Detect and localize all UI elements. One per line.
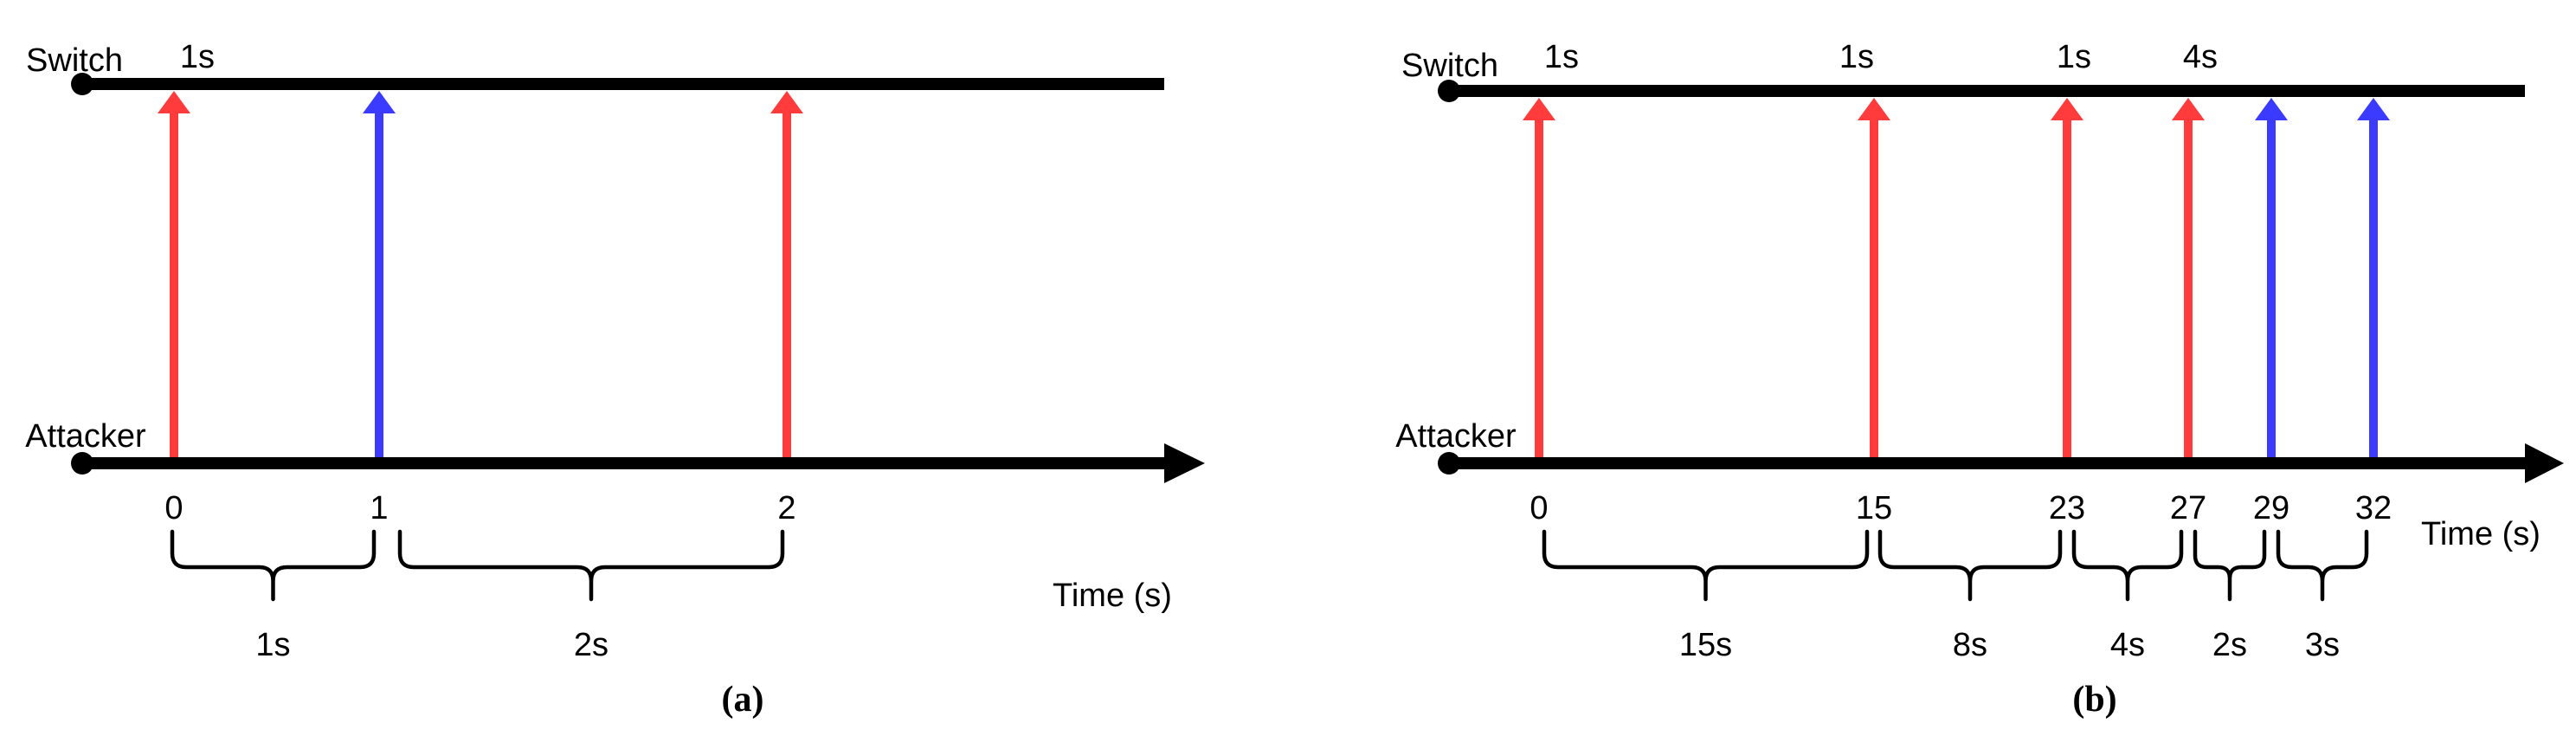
packet-arrowhead-icon xyxy=(1523,98,1555,120)
packet-arrowhead-icon xyxy=(1858,98,1890,120)
interval-duration-label: 2s xyxy=(2212,627,2247,663)
interval-brace xyxy=(1877,529,2063,602)
packet-arrowhead-icon xyxy=(2357,98,2390,120)
interval-duration-label: 3s xyxy=(2305,627,2340,663)
packet-arrowhead-icon xyxy=(158,91,190,113)
switch-timeline-start-dot xyxy=(71,73,93,95)
attacker-timeline-start-dot xyxy=(71,452,93,475)
packet-arrow-shaft xyxy=(2369,119,2378,457)
panel-caption: (b) xyxy=(2072,680,2116,720)
event-time-label: 29 xyxy=(2253,490,2289,526)
event-time-label: 0 xyxy=(164,490,183,526)
time-axis-arrowhead-icon xyxy=(1164,443,1205,483)
interval-duration-label: 4s xyxy=(2110,627,2145,663)
event-time-label: 23 xyxy=(2049,490,2085,526)
packet-arrowhead-icon xyxy=(363,91,396,113)
packet-arrow-shaft xyxy=(2184,119,2193,457)
service-time-label: 4s xyxy=(2183,39,2218,75)
interval-brace xyxy=(170,529,377,602)
interval-duration-label: 15s xyxy=(1679,627,1732,663)
panel-caption: (a) xyxy=(722,680,764,720)
service-time-label: 1s xyxy=(180,39,215,75)
packet-event-red xyxy=(1523,98,1555,457)
interval-brace xyxy=(2276,529,2369,602)
packet-arrow-shaft xyxy=(2063,119,2071,457)
packet-event-red xyxy=(1858,98,1890,457)
packet-event-red xyxy=(2172,98,2205,457)
packet-arrowhead-icon xyxy=(2255,98,2288,120)
switch-label: Switch xyxy=(26,42,123,79)
packet-arrow-shaft xyxy=(782,112,791,457)
packet-arrowhead-icon xyxy=(2172,98,2205,120)
interval-brace xyxy=(2193,529,2267,602)
interval-duration-label: 8s xyxy=(1953,627,1987,663)
interval-brace xyxy=(2071,529,2184,602)
packet-event-red xyxy=(770,91,803,457)
packet-arrowhead-icon xyxy=(2051,98,2083,120)
packet-arrow-shaft xyxy=(375,112,383,457)
interval-duration-label: 1s xyxy=(255,627,290,663)
event-time-label: 2 xyxy=(777,490,795,526)
interval-brace xyxy=(1542,529,1870,602)
packet-event-blue xyxy=(2357,98,2390,457)
packet-arrow-shaft xyxy=(1870,119,1878,457)
event-time-label: 0 xyxy=(1530,490,1548,526)
interval-brace xyxy=(397,529,785,602)
packet-arrowhead-icon xyxy=(770,91,803,113)
packet-event-red xyxy=(2051,98,2083,457)
service-time-label: 1s xyxy=(2057,39,2091,75)
time-axis-label: Time (s) xyxy=(2421,516,2541,552)
attacker-label: Attacker xyxy=(25,418,146,455)
packet-event-blue xyxy=(363,91,396,457)
switch-timeline-start-dot xyxy=(1438,80,1460,102)
time-axis-label: Time (s) xyxy=(1053,578,1172,614)
event-time-label: 1 xyxy=(370,490,388,526)
time-axis-arrowhead-icon xyxy=(2525,443,2564,483)
switch-label: Switch xyxy=(1401,48,1498,84)
packet-arrow-shaft xyxy=(1535,119,1543,457)
event-time-label: 27 xyxy=(2170,490,2206,526)
packet-event-blue xyxy=(2255,98,2288,457)
packet-arrow-shaft xyxy=(170,112,178,457)
attacker-timeline-start-dot xyxy=(1438,452,1460,475)
service-time-label: 1s xyxy=(1544,39,1579,75)
event-time-label: 15 xyxy=(1856,490,1892,526)
packet-event-red xyxy=(158,91,190,457)
event-time-label: 32 xyxy=(2355,490,2392,526)
packet-arrow-shaft xyxy=(2267,119,2276,457)
attacker-label: Attacker xyxy=(1395,418,1517,455)
interval-duration-label: 2s xyxy=(574,627,609,663)
service-time-label: 1s xyxy=(1839,39,1874,75)
